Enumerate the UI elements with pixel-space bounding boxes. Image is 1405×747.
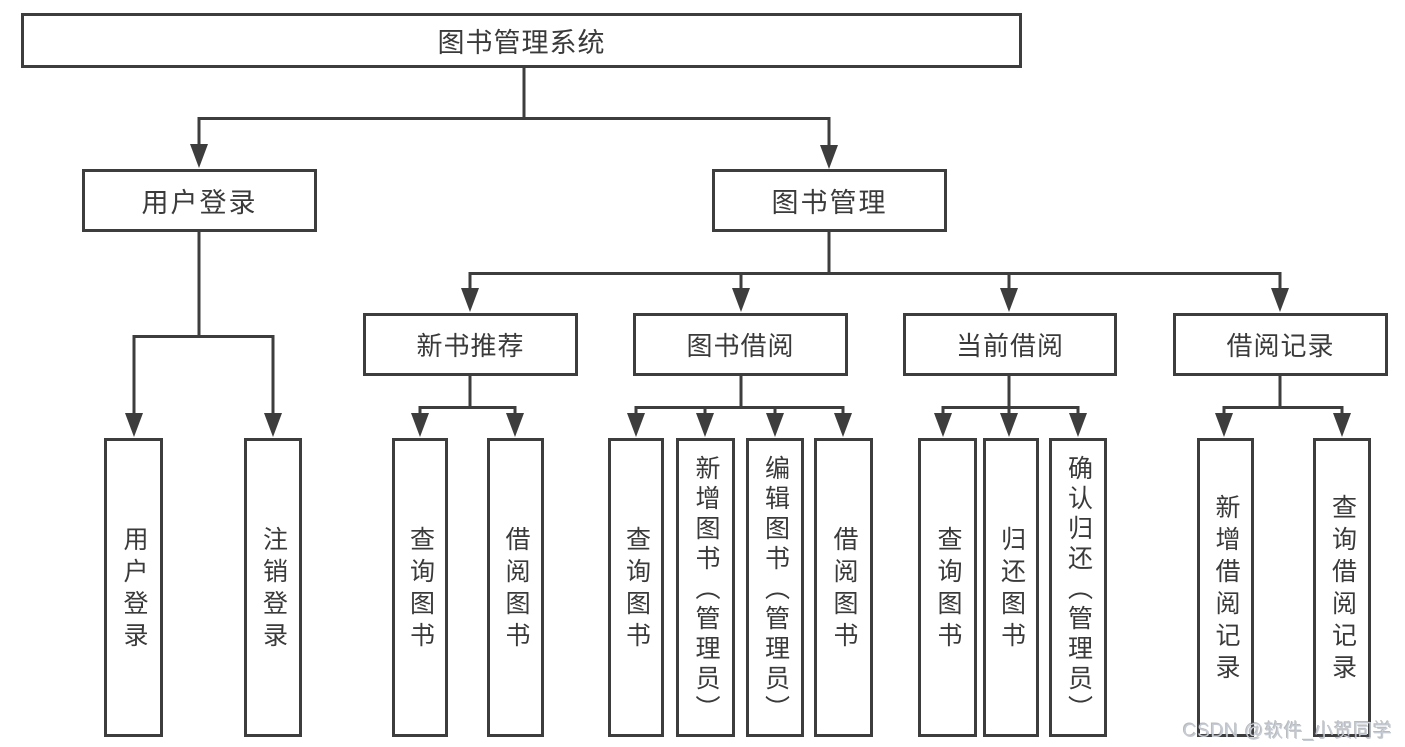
node-book-management: 图书管理 xyxy=(712,169,947,232)
leaf-borrow-books-borrowing: 借阅图书 xyxy=(814,438,873,737)
leaf-query-books-recommend: 查询图书 xyxy=(392,438,448,737)
node-current-borrowing: 当前借阅 xyxy=(903,313,1117,376)
node-user-login: 用户登录 xyxy=(82,169,317,232)
leaf-user-login: 用户登录 xyxy=(104,438,163,737)
node-library-management-system: 图书管理系统 xyxy=(21,13,1022,68)
watermark: CSDN @软件_小贺同学 xyxy=(1183,721,1393,742)
leaf-add-borrow-record: 新增借阅记录 xyxy=(1197,438,1254,737)
node-new-book-recommendation: 新书推荐 xyxy=(363,313,578,376)
leaf-add-books-admin: 新增图书（管理员） xyxy=(676,438,735,737)
leaf-return-books: 归还图书 xyxy=(983,438,1039,737)
arrowheads xyxy=(125,144,1351,437)
leaf-query-books-current: 查询图书 xyxy=(918,438,977,737)
leaf-edit-books-admin: 编辑图书（管理员） xyxy=(746,438,804,737)
leaf-logout: 注销登录 xyxy=(244,438,302,737)
node-book-borrowing: 图书借阅 xyxy=(633,313,848,376)
node-borrowing-records: 借阅记录 xyxy=(1173,313,1388,376)
leaf-borrow-books-recommend: 借阅图书 xyxy=(487,438,544,737)
leaf-confirm-return-admin: 确认归还（管理员） xyxy=(1049,438,1107,737)
leaf-query-borrow-record: 查询借阅记录 xyxy=(1313,438,1371,737)
leaf-query-books-borrowing: 查询图书 xyxy=(608,438,664,737)
